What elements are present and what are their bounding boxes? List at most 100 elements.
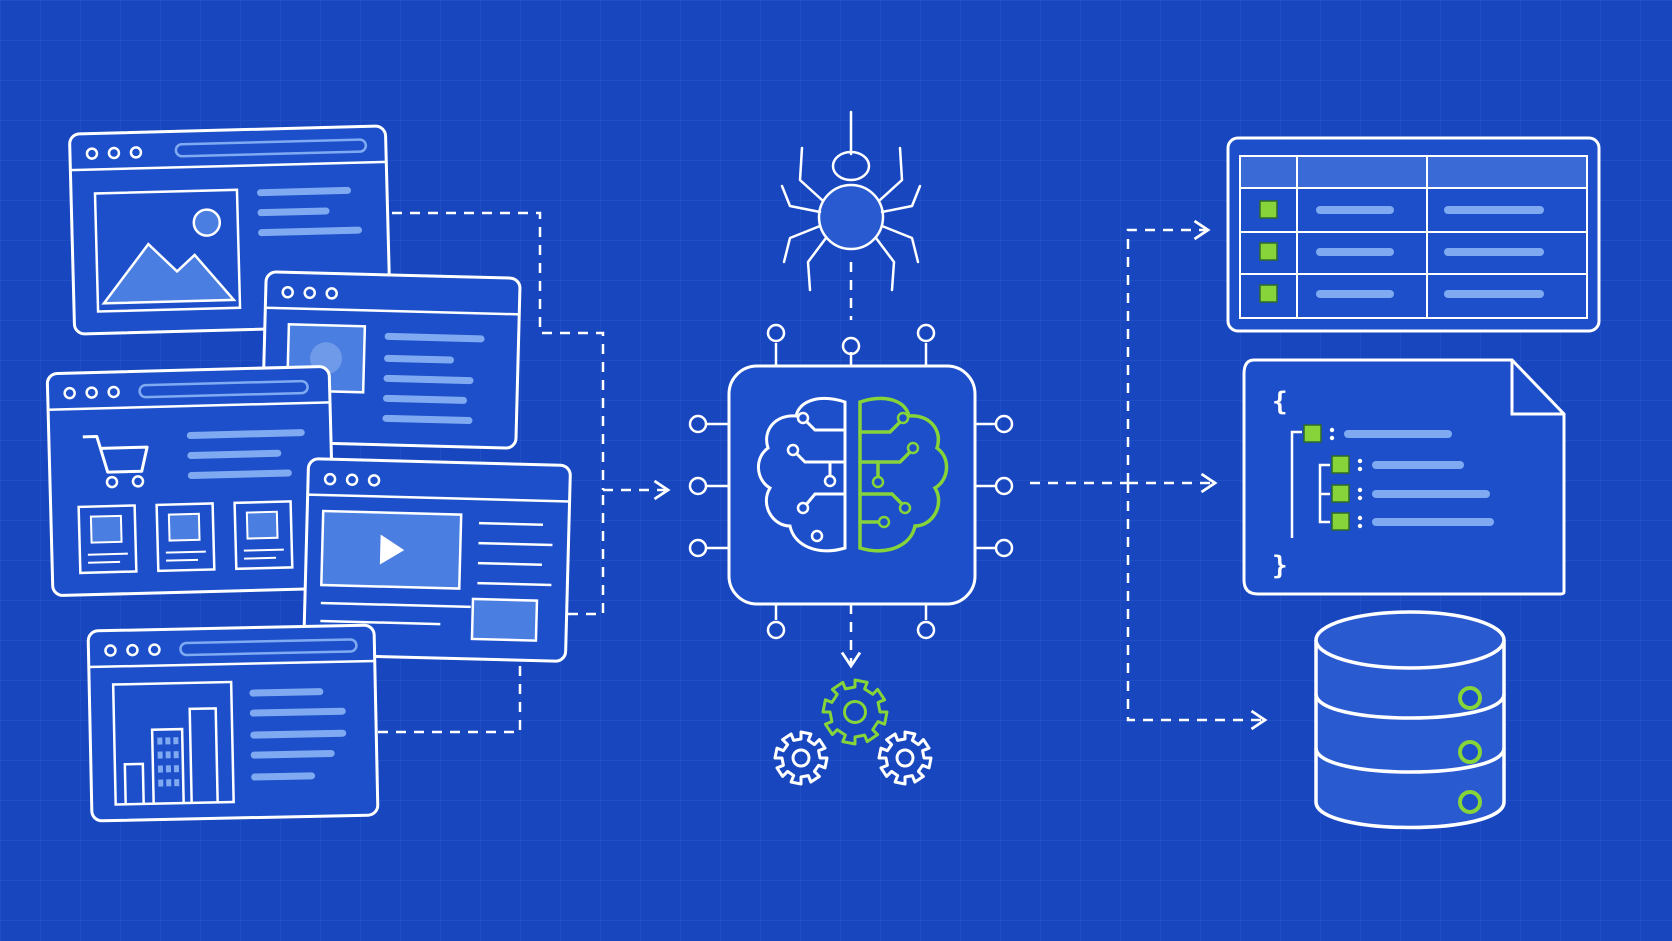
webpage-shopping bbox=[45, 365, 337, 597]
json-open-brace: { bbox=[1272, 387, 1288, 417]
building-window bbox=[157, 737, 163, 745]
webpage-video bbox=[302, 457, 572, 663]
gear-hole bbox=[791, 748, 811, 768]
window-dot-icon bbox=[104, 644, 117, 657]
text-line bbox=[382, 414, 473, 425]
window-dot-icon bbox=[281, 286, 294, 299]
json-colon bbox=[1357, 523, 1363, 529]
building-window bbox=[173, 737, 179, 745]
window-dot-icon bbox=[325, 287, 338, 300]
table-check-icon bbox=[1259, 242, 1278, 261]
spider-body bbox=[817, 183, 885, 251]
product-image-icon bbox=[167, 512, 201, 542]
gears-icon bbox=[773, 678, 933, 786]
output-json-document: { } bbox=[1242, 358, 1566, 596]
json-key-icon bbox=[1331, 455, 1350, 474]
text-line bbox=[477, 581, 552, 587]
json-key-icon bbox=[1331, 484, 1350, 503]
table-check-icon bbox=[1259, 284, 1278, 303]
text-line bbox=[186, 429, 305, 440]
output-database bbox=[1314, 610, 1506, 830]
json-colon bbox=[1357, 458, 1363, 464]
text-line bbox=[383, 374, 474, 385]
text-line bbox=[478, 521, 543, 527]
text-line bbox=[187, 449, 282, 459]
thumbnail-image bbox=[470, 597, 539, 642]
table-cell-line bbox=[1316, 206, 1394, 214]
ai-processor bbox=[688, 323, 1014, 640]
building-window bbox=[158, 779, 164, 787]
json-value-line bbox=[1372, 461, 1464, 469]
gear-outline bbox=[773, 730, 829, 786]
window-dot-icon bbox=[63, 386, 76, 400]
building-window bbox=[157, 751, 163, 759]
text-line bbox=[320, 601, 471, 609]
cart-wheel-icon bbox=[131, 475, 145, 488]
address-bar bbox=[174, 138, 368, 158]
chip-body bbox=[727, 364, 977, 606]
json-value-line bbox=[1372, 518, 1494, 526]
text-line bbox=[478, 541, 553, 547]
json-close-brace: } bbox=[1272, 551, 1288, 581]
sun-icon bbox=[192, 208, 222, 237]
table-cell-line bbox=[1444, 248, 1544, 256]
window-dot-icon bbox=[303, 286, 316, 300]
input-connectors bbox=[378, 211, 671, 734]
json-colon bbox=[1329, 427, 1335, 433]
product-caption bbox=[87, 552, 128, 564]
title-bar-divider bbox=[70, 160, 387, 172]
shopping-cart-icon bbox=[82, 434, 149, 474]
title-bar-divider bbox=[48, 401, 331, 411]
chip-pins bbox=[688, 323, 1014, 640]
play-icon bbox=[379, 534, 405, 565]
json-key-icon bbox=[1303, 424, 1322, 443]
text-line bbox=[257, 186, 352, 197]
table-cell-line bbox=[1444, 290, 1544, 298]
window-dot-icon bbox=[345, 473, 359, 486]
gear-icon-right bbox=[877, 730, 933, 786]
gear-icon-left bbox=[773, 730, 829, 786]
table-check-icon bbox=[1259, 200, 1278, 219]
window-dot-icon bbox=[85, 147, 99, 160]
webpage-city bbox=[86, 623, 380, 823]
product-image-icon bbox=[245, 510, 279, 540]
text-line bbox=[250, 749, 335, 759]
brain-left-icon bbox=[757, 397, 847, 553]
text-line bbox=[249, 707, 346, 717]
gear-icon-top bbox=[821, 678, 889, 746]
window-dot-icon bbox=[323, 472, 337, 486]
json-value-line bbox=[1372, 490, 1490, 498]
text-line bbox=[258, 226, 363, 237]
table-cell-line bbox=[1316, 290, 1394, 298]
cart-wheel-icon bbox=[105, 475, 119, 489]
table-header bbox=[1239, 155, 1588, 189]
brain-right-nodes bbox=[871, 411, 920, 529]
text-line bbox=[187, 469, 292, 479]
building-window bbox=[157, 765, 164, 773]
window-dot-icon bbox=[107, 385, 120, 399]
title-bar-divider bbox=[307, 493, 570, 503]
gear-outline bbox=[877, 730, 933, 786]
building-window bbox=[174, 779, 180, 787]
window-dot-icon bbox=[148, 643, 161, 656]
text-line bbox=[251, 772, 316, 781]
table-cell-line bbox=[1444, 206, 1544, 214]
database-top bbox=[1314, 610, 1506, 670]
building-window bbox=[173, 751, 179, 759]
database-status-lights bbox=[1458, 686, 1482, 814]
mountain-icon bbox=[101, 242, 237, 305]
brain-right-icon bbox=[858, 396, 949, 553]
address-bar bbox=[179, 638, 358, 657]
table-cell-line bbox=[1316, 248, 1394, 256]
gear-hole bbox=[895, 748, 915, 768]
json-colon bbox=[1357, 495, 1363, 501]
json-value-line bbox=[1344, 430, 1452, 438]
brain-left-nodes bbox=[786, 411, 837, 543]
building-window bbox=[173, 765, 180, 773]
json-colon bbox=[1357, 487, 1363, 493]
window-dot-icon bbox=[129, 146, 143, 159]
address-bar bbox=[138, 379, 309, 399]
gear-hole bbox=[843, 700, 867, 724]
product-caption bbox=[243, 548, 284, 560]
